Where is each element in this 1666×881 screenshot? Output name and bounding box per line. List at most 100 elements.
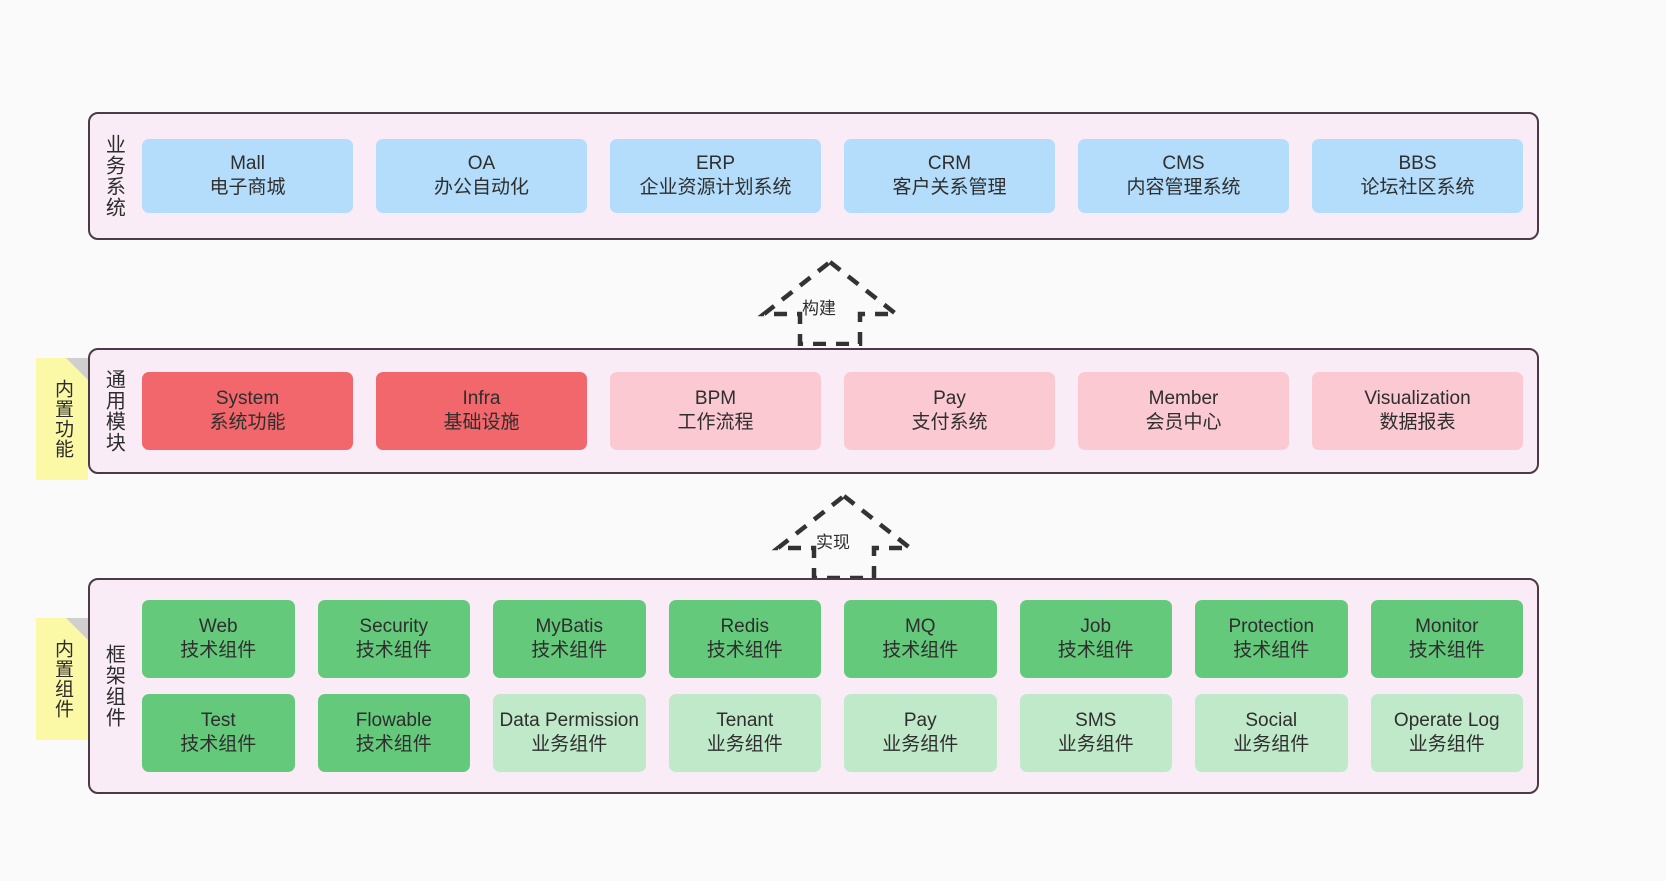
card-title-en: Pay [903,709,937,731]
card-operate-log[interactable]: Operate Log 业务组件 [1370,694,1523,772]
card-bpm[interactable]: BPM 工作流程 [610,372,821,450]
card-title-en: Infra [462,387,501,409]
card-cms[interactable]: CMS 内容管理系统 [1078,139,1289,213]
card-visualization[interactable]: Visualization 数据报表 [1312,372,1523,450]
card-title-en: Test [200,709,236,731]
card-title-en: Tenant [716,709,774,731]
card-monitor[interactable]: Monitor 技术组件 [1370,600,1523,678]
card-title-en: Job [1080,615,1112,637]
card-title-cn: 技术组件 [355,734,432,755]
card-title-cn: 数据报表 [1379,412,1456,433]
card-title-en: CRM [927,152,972,174]
note-builtin-features: 内置功能 [36,358,88,480]
card-system[interactable]: System 系统功能 [142,372,353,450]
layer-body-framework: Web 技术组件 Security 技术组件 MyBatis 技术组件 Redi… [136,580,1537,792]
card-title-en: Social [1245,709,1298,731]
card-title-cn: 业务组件 [882,734,959,755]
arrow-label-implement: 实现 [816,533,850,552]
card-title-en: OA [467,152,496,174]
layer-common-modules: 通用模块 System 系统功能 Infra 基础设施 BPM 工作流程 Pay… [88,348,1539,474]
arrow-label-build: 构建 [802,299,836,318]
card-pay-business[interactable]: Pay 业务组件 [844,694,997,772]
card-mybatis[interactable]: MyBatis 技术组件 [493,600,646,678]
card-infra[interactable]: Infra 基础设施 [376,372,587,450]
card-title-cn: 工作流程 [677,412,754,433]
card-title-cn: 技术组件 [1408,640,1485,661]
layer-framework-components: 框架组件 Web 技术组件 Security 技术组件 MyBatis 技术组件… [88,578,1539,794]
card-title-cn: 客户关系管理 [892,177,1007,198]
arrow-implement: 实现 [770,490,918,580]
note-label: 内置组件 [52,639,74,719]
card-row: Web 技术组件 Security 技术组件 MyBatis 技术组件 Redi… [142,600,1523,678]
card-mq[interactable]: MQ 技术组件 [844,600,997,678]
card-social[interactable]: Social 业务组件 [1195,694,1348,772]
card-security[interactable]: Security 技术组件 [317,600,470,678]
card-title-cn: 会员中心 [1145,412,1222,433]
card-title-cn: 基础设施 [443,412,520,433]
card-title-en: Web [198,615,238,637]
card-title-cn: 支付系统 [911,412,988,433]
card-member[interactable]: Member 会员中心 [1078,372,1289,450]
card-web[interactable]: Web 技术组件 [142,600,295,678]
card-data-permission[interactable]: Data Permission 业务组件 [493,694,646,772]
card-title-cn: 技术组件 [180,734,257,755]
card-title-cn: 技术组件 [531,640,608,661]
card-sms[interactable]: SMS 业务组件 [1019,694,1172,772]
note-builtin-components: 内置组件 [36,618,88,740]
card-title-cn: 企业资源计划系统 [639,177,792,198]
layer-business-systems: 业务系统 Mall 电子商城 OA 办公自动化 ERP 企业资源计划系统 CRM… [88,112,1539,240]
layer-title-framework: 框架组件 [102,644,125,728]
card-row: System 系统功能 Infra 基础设施 BPM 工作流程 Pay 支付系统… [142,372,1523,450]
card-title-cn: 业务组件 [1057,734,1134,755]
layer-body-business: Mall 电子商城 OA 办公自动化 ERP 企业资源计划系统 CRM 客户关系… [136,114,1537,238]
card-title-en: Redis [720,615,770,637]
card-row: Test 技术组件 Flowable 技术组件 Data Permission … [142,694,1523,772]
card-title-en: Security [359,615,429,637]
page-fold-icon [66,618,88,640]
card-tenant[interactable]: Tenant 业务组件 [668,694,821,772]
note-label: 内置功能 [52,379,74,459]
card-title-cn: 技术组件 [1057,640,1134,661]
card-title-cn: 内容管理系统 [1126,177,1241,198]
card-title-en: ERP [695,152,736,174]
card-title-cn: 业务组件 [706,734,783,755]
card-title-cn: 电子商城 [209,177,286,198]
card-title-en: Member [1148,387,1219,409]
arrow-build: 构建 [756,256,904,346]
card-title-cn: 技术组件 [180,640,257,661]
card-oa[interactable]: OA 办公自动化 [376,139,587,213]
card-title-cn: 技术组件 [882,640,959,661]
card-title-en: Flowable [355,709,432,731]
card-title-cn: 技术组件 [355,640,432,661]
card-title-en: Protection [1228,615,1315,637]
page-fold-icon [66,358,88,380]
card-title-en: CMS [1162,152,1205,174]
card-pay[interactable]: Pay 支付系统 [844,372,1055,450]
card-title-en: MyBatis [535,615,604,637]
card-title-en: Visualization [1364,387,1471,409]
card-title-en: MQ [904,615,936,637]
card-title-en: Mall [230,152,265,174]
layer-title-business: 业务系统 [102,134,125,218]
card-erp[interactable]: ERP 企业资源计划系统 [610,139,821,213]
card-title-en: Pay [933,387,966,409]
card-flowable[interactable]: Flowable 技术组件 [317,694,470,772]
card-title-en: SMS [1075,709,1117,731]
card-title-cn: 系统功能 [209,412,286,433]
card-title-en: Data Permission [499,709,639,731]
card-bbs[interactable]: BBS 论坛社区系统 [1312,139,1523,213]
card-mall[interactable]: Mall 电子商城 [142,139,353,213]
card-redis[interactable]: Redis 技术组件 [668,600,821,678]
card-title-en: BBS [1398,152,1437,174]
card-protection[interactable]: Protection 技术组件 [1195,600,1348,678]
layer-title-common: 通用模块 [102,369,125,453]
card-crm[interactable]: CRM 客户关系管理 [844,139,1055,213]
card-title-cn: 技术组件 [706,640,783,661]
card-title-cn: 技术组件 [1233,640,1310,661]
card-title-en: Monitor [1415,615,1479,637]
card-job[interactable]: Job 技术组件 [1019,600,1172,678]
card-test[interactable]: Test 技术组件 [142,694,295,772]
card-title-cn: 业务组件 [531,734,608,755]
card-title-en: Operate Log [1393,709,1500,731]
layer-body-common: System 系统功能 Infra 基础设施 BPM 工作流程 Pay 支付系统… [136,350,1537,472]
